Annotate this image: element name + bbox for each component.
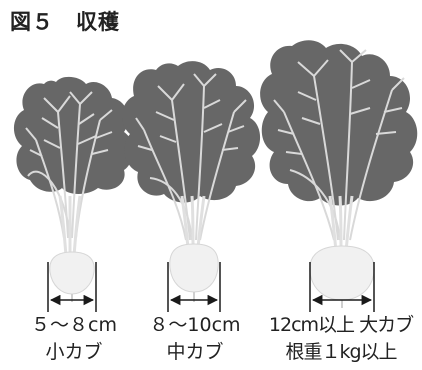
medium-turnip-leaves bbox=[122, 61, 261, 203]
large-turnip-root bbox=[309, 245, 375, 301]
medium-turnip-root bbox=[169, 243, 219, 293]
small-turnip-size: ５～８cm bbox=[31, 314, 117, 336]
medium-turnip-size: ８～10cm bbox=[149, 314, 241, 336]
small-turnip-label: 小カブ bbox=[45, 341, 103, 363]
small-turnip-root bbox=[49, 251, 95, 295]
medium-turnip-label: 中カブ bbox=[166, 341, 224, 363]
medium-size-arrow bbox=[167, 262, 221, 312]
small-size-arrow bbox=[47, 262, 97, 312]
large-turnip-caption: 12cm以上 大カブ 根重１kg以上 bbox=[262, 312, 420, 366]
large-size-arrow bbox=[309, 262, 375, 312]
large-turnip-size: 12cm以上 大カブ bbox=[268, 314, 414, 336]
figure-title: 図５ 収穫 bbox=[10, 10, 120, 34]
medium-turnip bbox=[122, 61, 261, 302]
small-turnip-caption: ５～８cm 小カブ bbox=[12, 312, 136, 366]
medium-turnip-caption: ８～10cm 中カブ bbox=[138, 312, 252, 366]
turnip-illustration bbox=[13, 40, 418, 312]
small-turnip bbox=[13, 76, 133, 302]
large-turnip-label: 根重１kg以上 bbox=[285, 341, 397, 363]
large-turnip bbox=[260, 40, 418, 308]
large-turnip-leaves bbox=[260, 40, 418, 206]
